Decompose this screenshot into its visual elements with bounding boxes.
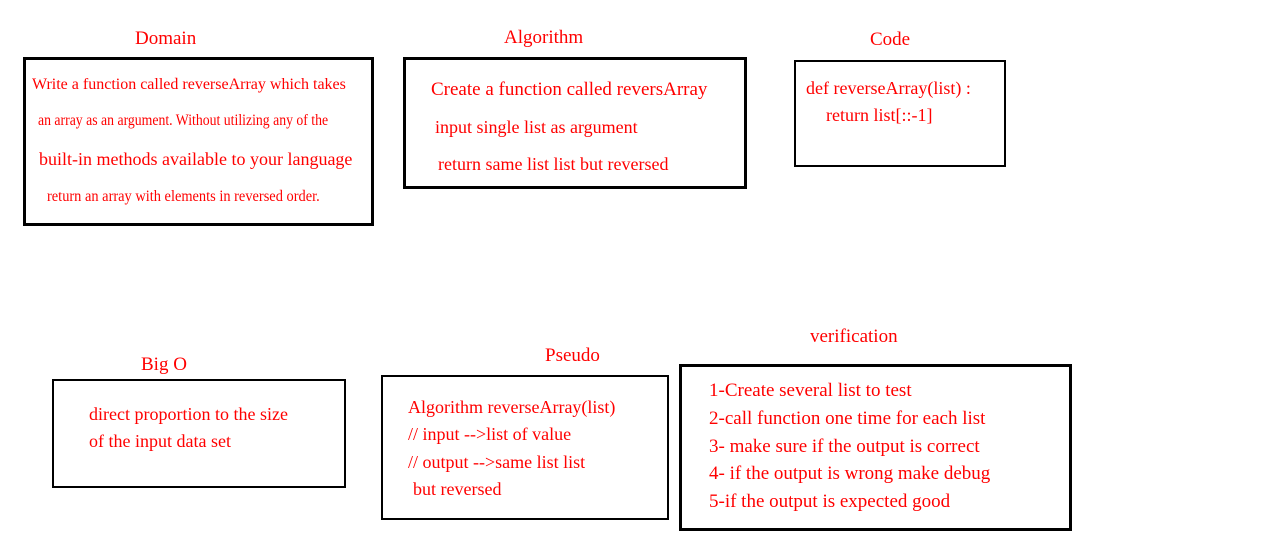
verification-line-4: 4- if the output is wrong make debug bbox=[709, 463, 991, 484]
algorithm-line-3: return same list list but reversed bbox=[438, 154, 669, 174]
domain-title: Domain bbox=[135, 28, 197, 49]
domain-line-2: an array as an argument. Without utilizi… bbox=[38, 112, 329, 129]
bigo-title: Big O bbox=[141, 354, 187, 375]
verification-box: 1-Create several list to test 2-call fun… bbox=[679, 364, 1072, 531]
verification-line-1: 1-Create several list to test bbox=[709, 380, 912, 401]
pseudo-line-4: but reversed bbox=[413, 479, 502, 499]
bigo-box: direct proportion to the size of the inp… bbox=[52, 379, 346, 488]
verification-line-5: 5-if the output is expected good bbox=[709, 491, 951, 512]
pseudo-line-3: // output -->same list list bbox=[408, 452, 586, 472]
algorithm-line-2: input single list as argument bbox=[435, 117, 638, 137]
code-box: def reverseArray(list) : return list[::-… bbox=[794, 60, 1006, 167]
code-line-1: def reverseArray(list) : bbox=[806, 78, 971, 98]
bigo-line-2: of the input data set bbox=[89, 431, 231, 451]
pseudo-line-1: Algorithm reverseArray(list) bbox=[408, 397, 616, 417]
algorithm-title: Algorithm bbox=[504, 27, 584, 48]
verification-title: verification bbox=[810, 326, 898, 347]
verification-line-2: 2-call function one time for each list bbox=[709, 408, 986, 429]
code-line-2: return list[::-1] bbox=[826, 105, 933, 125]
code-title: Code bbox=[870, 29, 911, 50]
pseudo-line-2: // input -->list of value bbox=[408, 424, 572, 444]
domain-line-1: Write a function called reverseArray whi… bbox=[32, 76, 346, 93]
algorithm-box: Create a function called reversArray inp… bbox=[403, 57, 747, 189]
algorithm-line-1: Create a function called reversArray bbox=[431, 79, 708, 100]
domain-line-3: built-in methods available to your langu… bbox=[39, 149, 353, 169]
pseudo-title: Pseudo bbox=[545, 345, 600, 366]
domain-box: Write a function called reverseArray whi… bbox=[23, 57, 374, 226]
pseudo-box: Algorithm reverseArray(list) // input --… bbox=[381, 375, 669, 520]
bigo-line-1: direct proportion to the size bbox=[89, 404, 288, 424]
domain-line-4: return an array with elements in reverse… bbox=[47, 188, 320, 205]
verification-line-3: 3- make sure if the output is correct bbox=[709, 436, 980, 457]
